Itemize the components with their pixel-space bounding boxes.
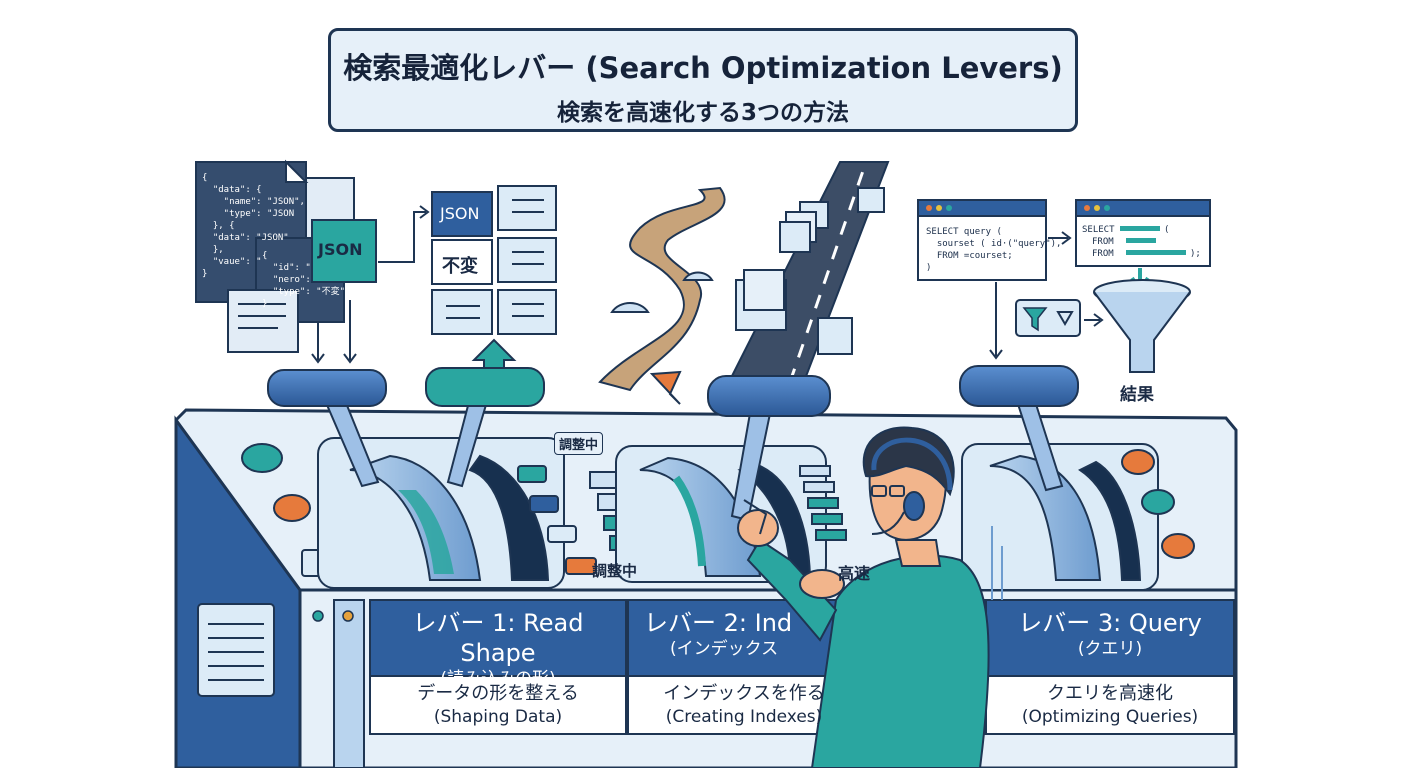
title-box: 検索最適化レバー (Search Optimization Levers) 検索…	[328, 28, 1078, 132]
adjusting-tag: 調整中	[554, 432, 604, 455]
lever-3-title: レバー 3: Query	[1018, 609, 1202, 637]
lever-2-desc-en: (Creating Indexes)	[665, 707, 823, 727]
index-pages-icon	[735, 187, 885, 355]
query-window-2	[1075, 199, 1211, 267]
filter-icon	[1022, 307, 1048, 332]
console-wires	[991, 526, 1003, 600]
page-subtitle: 検索を高速化する3つの方法	[556, 100, 849, 126]
lever-3-title-block: レバー 3: Query (クエリ)	[988, 602, 1232, 662]
query-window-2-line-1: SELECT	[1082, 225, 1115, 235]
filter-chip	[1015, 299, 1081, 337]
winding-road-icon	[598, 186, 726, 392]
operator-person-icon	[737, 426, 990, 768]
query-window-1	[917, 199, 1047, 281]
direction-flag-icon	[649, 370, 682, 405]
arrows-left	[311, 205, 430, 364]
query-window-2-line-3: FROM	[1092, 249, 1114, 259]
lever-2-desc-block: インデックスを作る (Creating Indexes)	[630, 678, 858, 734]
lever-2-subtitle: (インデックス	[670, 639, 779, 659]
chevron-down-icon	[1056, 311, 1074, 326]
grid-json-label: JSON	[440, 204, 480, 223]
lever-2-handle[interactable]	[615, 375, 831, 583]
index-grid-icon	[431, 185, 557, 335]
lever-3-subtitle: (クエリ)	[1077, 639, 1143, 659]
result-label: 結果	[1120, 385, 1154, 405]
lever-1-desc-block: データの形を整える (Shaping Data)	[372, 678, 624, 734]
funnel-icon	[1093, 268, 1191, 373]
lever-3-desc: クエリを高速化	[1047, 683, 1173, 704]
lever-3-desc-block: クエリを高速化 (Optimizing Queries)	[988, 678, 1232, 734]
lever-1-subtitle: (読み込みの形)	[440, 669, 556, 689]
lever-2-title-block: レバー 2: Ind (インデックス	[644, 602, 834, 662]
grid-fixed-label: 不変	[442, 256, 478, 277]
lever-2-title: レバー 2: Ind	[644, 609, 793, 637]
lever-1-buttons	[517, 465, 597, 575]
json-badge-icon	[311, 219, 377, 283]
query-window-2-line-2: FROM	[1092, 237, 1114, 247]
query-window-2-suffix-3: );	[1190, 249, 1201, 259]
arrows-right	[989, 231, 1104, 360]
lever-2-desc: インデックスを作る	[663, 683, 825, 704]
level-meter-2	[799, 465, 847, 541]
lever-1-desc: データの形を整える	[417, 683, 579, 704]
lever-3-handle[interactable]	[959, 365, 1159, 591]
adjusting-label: 調整中	[592, 562, 638, 580]
query-window-2-suffix-1: (	[1164, 225, 1170, 235]
fast-label: 高速	[838, 564, 871, 583]
lever-1-handle[interactable]	[267, 367, 565, 589]
page-title: 検索最適化レバー (Search Optimization Levers)	[343, 51, 1063, 85]
lever-3-desc-en: (Optimizing Queries)	[1021, 707, 1199, 727]
lever-3-buttons	[1121, 449, 1195, 559]
json-doc-2-text: { "id": " "nero": "type": "不変" }	[262, 251, 346, 309]
lever-1-desc-en: (Shaping Data)	[433, 707, 563, 727]
lever-1-title-block: レバー 1: Read Shape (読み込みの形)	[372, 602, 624, 689]
lever-1-title: レバー 1: Read Shape	[412, 609, 584, 667]
json-badge-label: JSON	[318, 240, 363, 259]
json-doc-1-text: { "data": { "name": "JSON", "type": "JSO…	[202, 173, 305, 279]
query-window-1-text: SELECT query ( sourset ( id·("query"), F…	[926, 227, 1062, 273]
headset-icon	[871, 437, 953, 491]
